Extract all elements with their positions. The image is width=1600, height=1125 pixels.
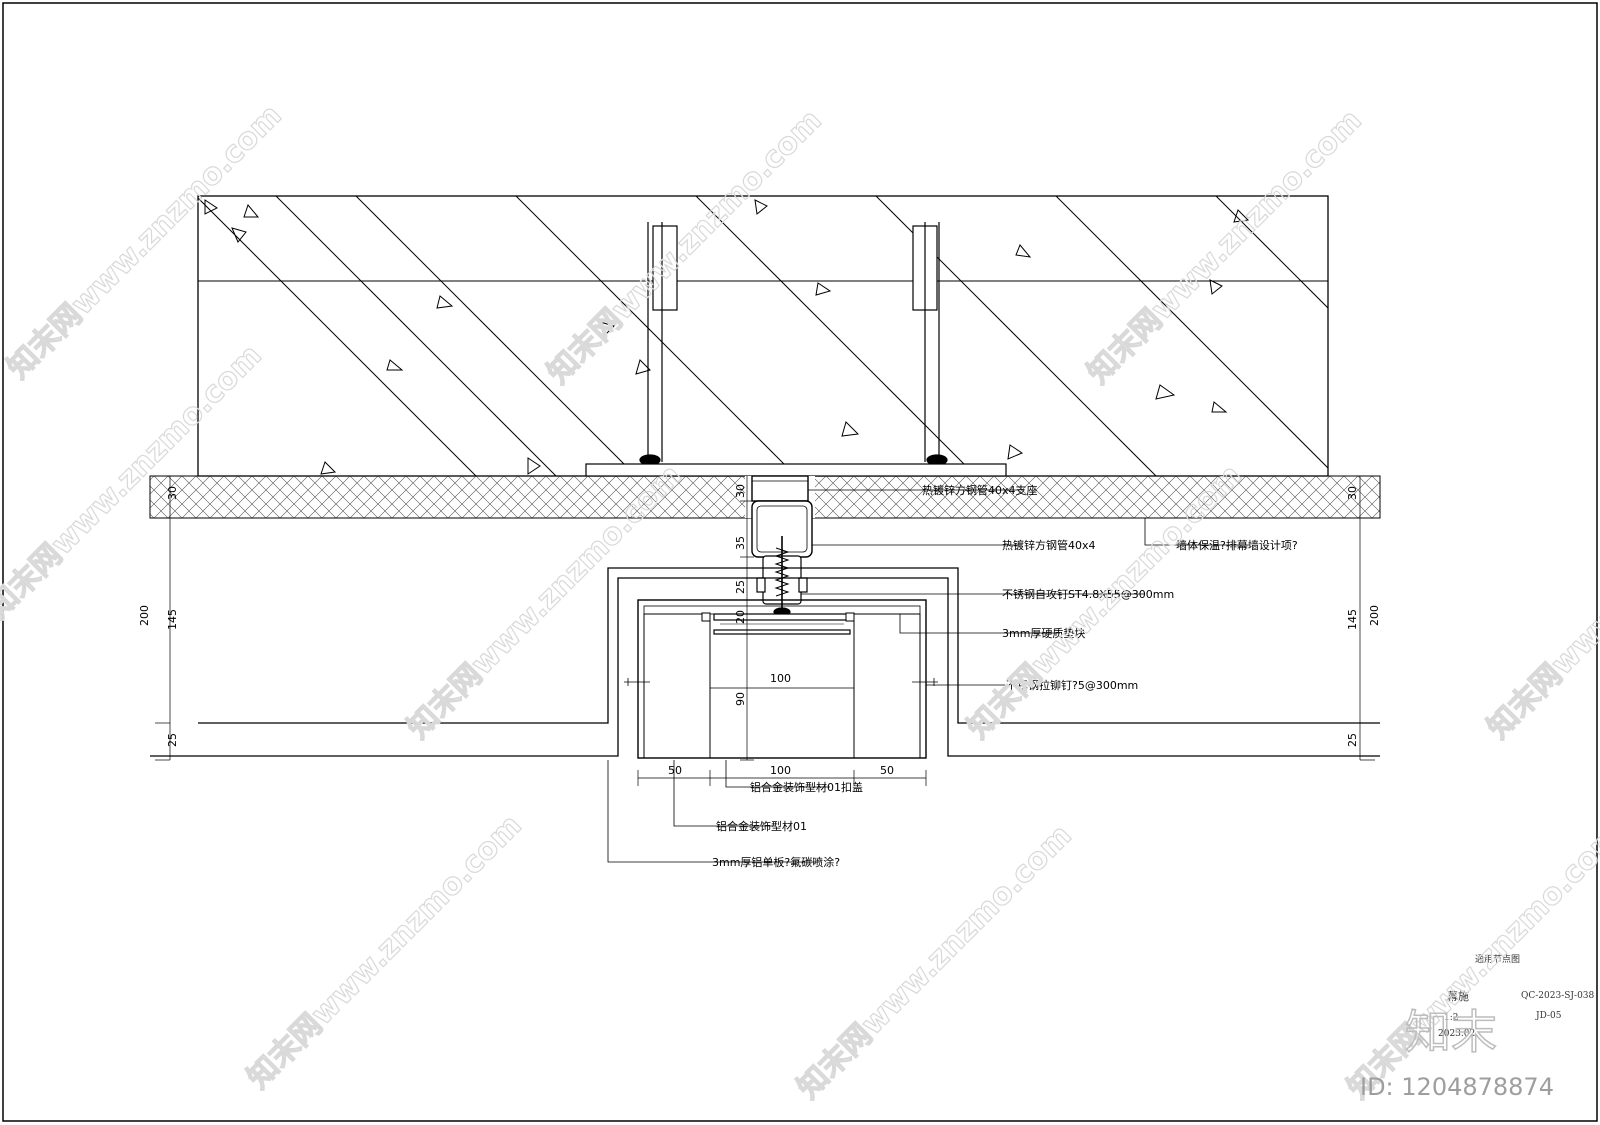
title-category: 幕施 [1447,989,1469,1003]
aluminum-panel [150,567,1380,757]
label-steel-pipe-support: 热镀锌方钢管40x4支座 [922,483,1038,497]
title-block: 通用节点图 幕施 QC-2023-SJ-038 1:2 JD-05 2023.0… [1438,954,1595,1039]
dim-mid-30: 30 [734,484,747,498]
title-sheet-no: JD-05 [1535,1011,1562,1021]
dim-bottom-50-left: 50 [668,764,682,777]
title-scale: 1:2 [1444,1013,1458,1023]
dim-inner-100: 100 [770,672,791,685]
hard-pad [701,612,855,622]
label-self-tapping-screw: 不锈钢自攻钉ST4.8X55@300mm [1002,587,1174,601]
dim-mid-20: 20 [734,610,747,624]
dim-left-25: 25 [166,733,179,747]
label-insulation: 墙体保温?排幕墙设计项? [1176,538,1298,552]
label-profile-cover: 铝合金装饰型材01扣盖 [750,780,863,794]
title-drawing-name: 通用节点图 [1475,954,1520,965]
label-steel-pipe: 热镀锌方钢管40x4 [1002,538,1096,552]
steel-tube-support [751,475,809,502]
dim-bottom-100: 100 [770,764,791,777]
label-profile: 铝合金装饰型材01 [716,819,807,833]
dim-mid-90: 90 [734,692,747,706]
dim-right-145: 145 [1346,609,1359,630]
aluminum-profile [637,599,927,759]
watermark-text: 知末网www.znzmo.com [1481,458,1600,746]
dim-mid-25: 25 [734,580,747,594]
dim-left-145: 145 [166,609,179,630]
anchor-bolt-right [912,222,948,466]
label-rivet: 不锈钢拉铆钉?5@300mm [1006,678,1138,692]
label-hard-pad: 3mm厚硬质垫块 [1002,626,1085,640]
dim-left-200: 200 [138,605,151,626]
dim-left-30: 30 [166,486,179,500]
dim-right-30: 30 [1346,486,1359,500]
dim-mid-35: 35 [734,536,747,550]
title-date: 2023.02 [1438,1029,1475,1039]
aggregate-triangles [204,199,1250,475]
label-aluminum-panel: 3mm厚铝单板?氟碳喷涂? [712,855,840,869]
dim-bottom-50-right: 50 [880,764,894,777]
watermark-id: ID: 1204878874 [1360,1073,1554,1101]
concrete-wall [197,195,1329,477]
dim-right-25: 25 [1346,733,1359,747]
watermark-text: 知末网www.znzmo.com [241,808,529,1096]
leader-lines [607,489,1250,863]
steel-tube [751,500,813,558]
dimension-lines [155,475,1375,786]
dim-right-200: 200 [1368,605,1381,626]
watermark-text: 知末网www.znzmo.com [1341,818,1600,1106]
title-drawing-code: QC-2023-SJ-038 [1521,991,1595,1001]
watermark-brand-logo: 知末 [1405,1005,1497,1059]
